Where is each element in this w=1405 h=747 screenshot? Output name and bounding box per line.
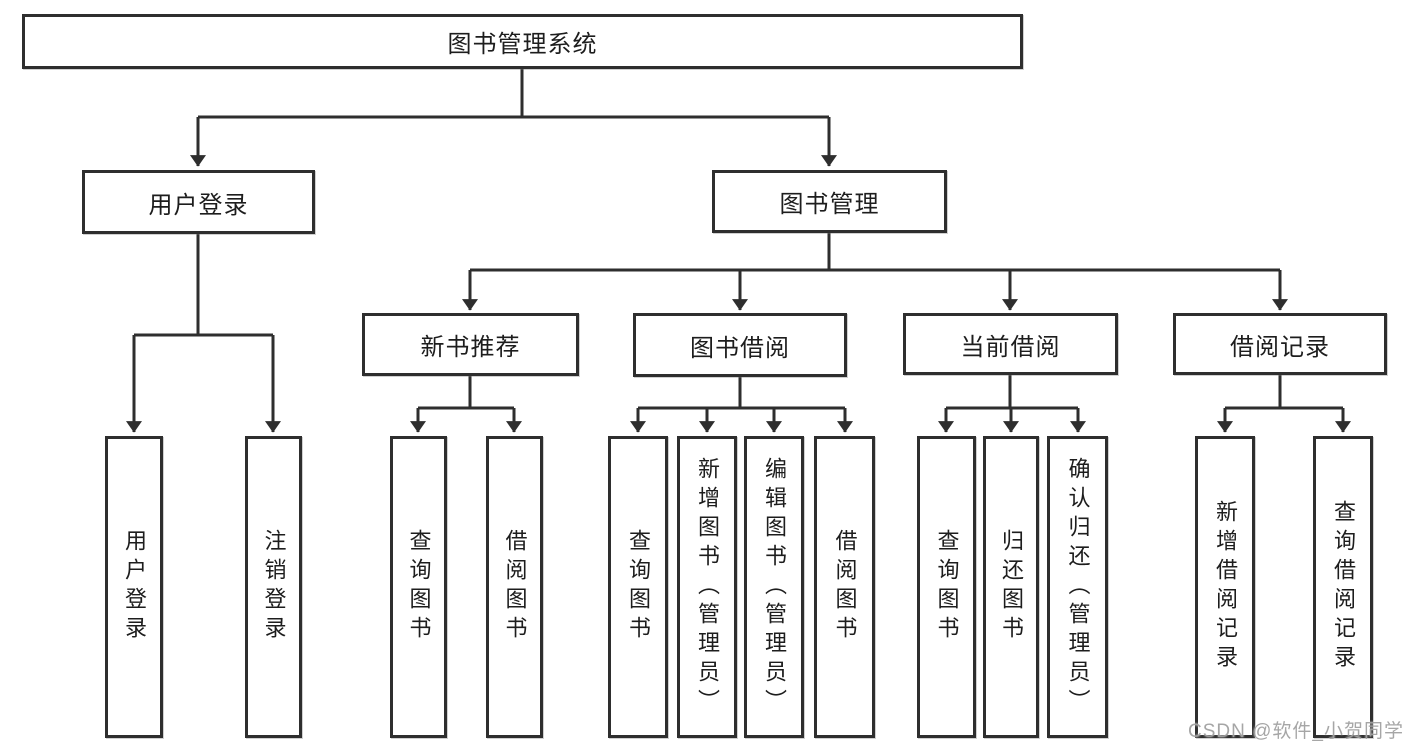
leaf-add-book-admin: 新增图书（管理员）	[677, 436, 737, 738]
leaf-query-books-recommend: 查询图书	[390, 436, 447, 738]
leaf-query-books-borrow: 查询图书	[608, 436, 668, 738]
leaf-logout: 注销登录	[245, 436, 302, 738]
node-current-borrow: 当前借阅	[903, 313, 1118, 375]
node-user-login: 用户登录	[82, 170, 315, 234]
leaf-query-borrow-record: 查询借阅记录	[1313, 436, 1373, 738]
node-book-management: 图书管理	[712, 170, 947, 233]
leaf-edit-book-admin: 编辑图书（管理员）	[744, 436, 804, 738]
leaf-user-login: 用户登录	[105, 436, 163, 738]
csdn-watermark: CSDN @软件_小贺同学	[1188, 721, 1404, 742]
leaf-borrow-books: 借阅图书	[814, 436, 875, 738]
leaf-borrow-books-recommend: 借阅图书	[486, 436, 543, 738]
node-book-borrow: 图书借阅	[633, 313, 847, 377]
leaf-confirm-return-admin: 确认归还（管理员）	[1047, 436, 1108, 738]
leaf-add-borrow-record: 新增借阅记录	[1195, 436, 1255, 738]
node-library-management-system: 图书管理系统	[22, 14, 1023, 69]
node-new-book-recommend: 新书推荐	[362, 313, 579, 376]
leaf-return-book: 归还图书	[983, 436, 1039, 738]
leaf-query-books-current: 查询图书	[917, 436, 976, 738]
node-borrow-records: 借阅记录	[1173, 313, 1387, 375]
